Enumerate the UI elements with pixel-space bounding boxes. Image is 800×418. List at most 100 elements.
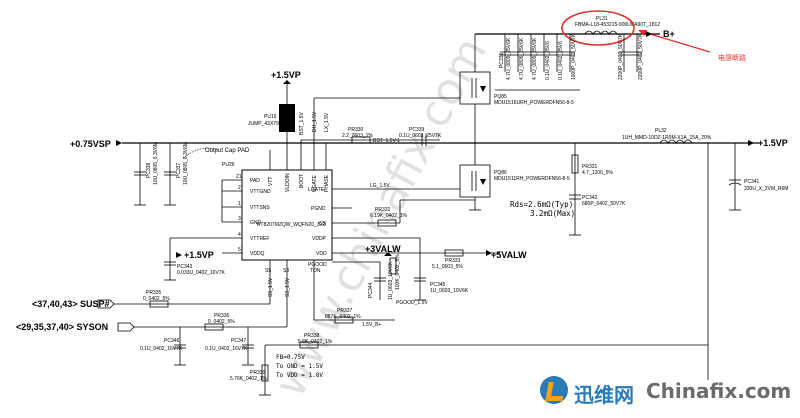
pin-boot: BOOT	[299, 174, 305, 188]
s3-1v5-net: S3_1.5V	[285, 277, 291, 297]
ic-right-pins: LGATE PGND CS VDDP VDD PGOOD	[308, 187, 352, 268]
brand-logo-icon	[540, 376, 568, 404]
pc345-ref: PC345	[430, 282, 446, 288]
pr339-value: 5.76K_0402_1%	[230, 376, 268, 382]
pin-phase: PHASE	[324, 174, 330, 192]
bst-1v5-net: BST_1.5V	[299, 112, 305, 135]
pr337-ref: PR337	[337, 308, 353, 314]
pr338-value: 5.6K_0402_1%	[298, 339, 333, 345]
pin-vttsns: VTTSNS	[250, 205, 270, 211]
pc337-value: 10U_0805_6.3V6M	[183, 142, 189, 185]
pc341-ref: PC341	[744, 179, 760, 185]
p5valw-label: +5VALW	[491, 250, 527, 260]
ground-symbols	[134, 180, 741, 396]
s5-1v5-net: S5_1.5V	[268, 277, 274, 297]
p1v5vp-right-label: +1.5VP	[758, 138, 788, 148]
p1v5vp-top-label: +1.5VP	[271, 70, 301, 80]
vldoin-jumper: +1.5VP PU16 JUMP_43X79	[248, 70, 301, 160]
pr330-ref: PR330	[348, 127, 364, 133]
pin-num-2: 2	[238, 185, 241, 191]
pc342-value: 680P_0402_50V7K	[582, 201, 626, 207]
ic-ref: PU26	[222, 162, 235, 168]
p075vsp-label: +0.75VSP	[70, 139, 111, 149]
pin-s3: S3	[283, 268, 289, 274]
pc338-value: 10U_0805_6.3V6M	[153, 142, 159, 185]
pr330-value: 2.2_0603_1%	[342, 133, 373, 139]
pc336-val: 1000P_0402_50V7K	[571, 33, 577, 80]
pin-num-5: 5	[238, 247, 241, 253]
bplus-rail: PL31 FBMA-L18-453215-900LMA90T_1812 电感断路…	[474, 10, 746, 72]
pc331-ref: PC331	[499, 52, 505, 68]
pc346-ref: PC346	[164, 338, 180, 344]
pin-vdd: VDD	[316, 251, 327, 257]
brand-name-en: Chinafix.com	[646, 379, 792, 403]
p3valw-label: +3VALW	[365, 244, 401, 254]
pin-vttgnd: VTTGND	[250, 189, 271, 195]
pl31-value: FBMA-L18-453215-900LMA90T_1812	[575, 22, 660, 28]
output-rail: PL32 1UH_MMD-10DZ-1R0M-X1A_15A_20% +1.5V…	[122, 128, 788, 380]
pq86-ref: PQ86	[494, 170, 507, 176]
enable-inputs: <37,40,43> SUSP# PR335 0_0402_5% <29,35,…	[16, 277, 291, 365]
p1v5vp-left-label: +1.5VP	[184, 250, 214, 260]
pr334-value: 100K_0402_5%	[395, 254, 401, 290]
pr332-value: 6.19K_0402_1%	[370, 213, 408, 219]
pin-pgood: PGOOD	[308, 262, 327, 268]
syson-net-label: <29,35,37,40> SYSON	[16, 322, 108, 332]
pq86-value: MDU1511RH_POWERDFN56-8-5	[494, 176, 570, 182]
pin-vttref: VTTREF	[250, 236, 269, 242]
pc334-val: 0.1U_0402_25V6	[545, 41, 551, 80]
pc331-val: 4.7U_0805_25V6K	[506, 37, 512, 80]
pr336-value: 0_0402_5%	[208, 319, 235, 325]
pr331-value: 4.7_1206_5%	[582, 170, 613, 176]
rds-typ: Rds=2.6mΩ(Typ)	[510, 200, 573, 209]
pc347-value: 0.1U_0402_16V7K	[205, 346, 248, 352]
pc347-ref: PC347	[231, 338, 247, 344]
pgood-1v5-net: PGOOD_1.5V	[396, 300, 428, 306]
lg-1v5-net: LG_1.5V	[370, 183, 390, 189]
pc346-value: 0.1U_0402_16V7K	[140, 346, 183, 352]
pr333-value: 5.1_0603_5%	[432, 264, 463, 270]
lx-1v5-net: LX_1.5V	[324, 112, 330, 132]
pin-num-1: 1	[238, 201, 241, 207]
ic-bottom-pins: S5 S3 TON	[265, 260, 321, 320]
gate-drive: PR330 2.2_0603_1% PC339 0.1U_0603_25V7K …	[299, 97, 460, 190]
bst-1v5-1-net: BST_1.5V-1	[373, 138, 400, 144]
pin-gnd: GND	[250, 220, 262, 226]
pin-pad: PAD	[250, 178, 260, 184]
pwm-controller-ic: PU26 RT8207MZQW_WQFN20_3X3 PAD VTTGND VT…	[222, 150, 352, 320]
pl31-ref: PL31	[596, 16, 608, 22]
pc333-val: 4.7U_0805_25V6K	[532, 37, 538, 80]
pc345-value: 1U_0603_10V6K	[430, 288, 469, 294]
dh-1v5-net: DH_1.5V	[312, 111, 318, 132]
pin-num-3: 3	[238, 216, 241, 222]
pc342-ref: PC342	[582, 195, 598, 201]
ic-left-pins: PAD VTTGND VTTSNS GND VTTREF VDDQ 21 2 1…	[222, 174, 271, 257]
pin-lgate: LGATE	[308, 187, 325, 193]
pin-vtt: VTT	[268, 177, 274, 186]
pc340-val: 2200P_0402_50V7K	[638, 33, 644, 80]
fb-note-3: To VDD = 1.8V	[276, 372, 323, 379]
pin-cs: CS	[319, 221, 327, 227]
pc344-value: 1U_0603_10V6K	[388, 261, 394, 300]
fb-note-2: To GND = 1.5V	[276, 363, 323, 370]
pc339-ref: PC339	[409, 127, 425, 133]
pr337-value: 887K_0402_1%	[325, 314, 361, 320]
pl32-ref: PL32	[655, 128, 667, 134]
pq85-ref: PQ85	[494, 94, 507, 100]
bplus-net-label: B+	[663, 29, 675, 39]
current-sense-and-supply: PR332 6.19K_0402_1% PR333 5.1_0603_5% +5…	[352, 199, 527, 306]
bulk-cap-bank: PC331 4.7U_0805_25V6K 4.7U_0805_25V6K 4.…	[495, 33, 644, 91]
brand-name-zh: 迅维网	[574, 383, 634, 407]
pc341-value: 330U_X_2VM_R6M	[744, 186, 788, 192]
pu16-value: JUMP_43X79	[248, 121, 279, 127]
pc332-val: 4.7U_0805_25V6K	[519, 37, 525, 80]
pr332-ref: PR332	[375, 207, 391, 213]
pc339-value: 0.1U_0603_25V7K	[399, 133, 442, 139]
pr335-ref: PR335	[146, 290, 162, 296]
rds-max: 3.2mΩ(Max)	[530, 209, 575, 218]
pr335-value: 0_0402_5%	[143, 296, 170, 302]
pc349-val: 2200P_0402_50V7K	[618, 33, 624, 80]
susp-net-label: <37,40,43> SUSP#	[32, 299, 110, 309]
pin-num-4: 4	[238, 232, 241, 238]
